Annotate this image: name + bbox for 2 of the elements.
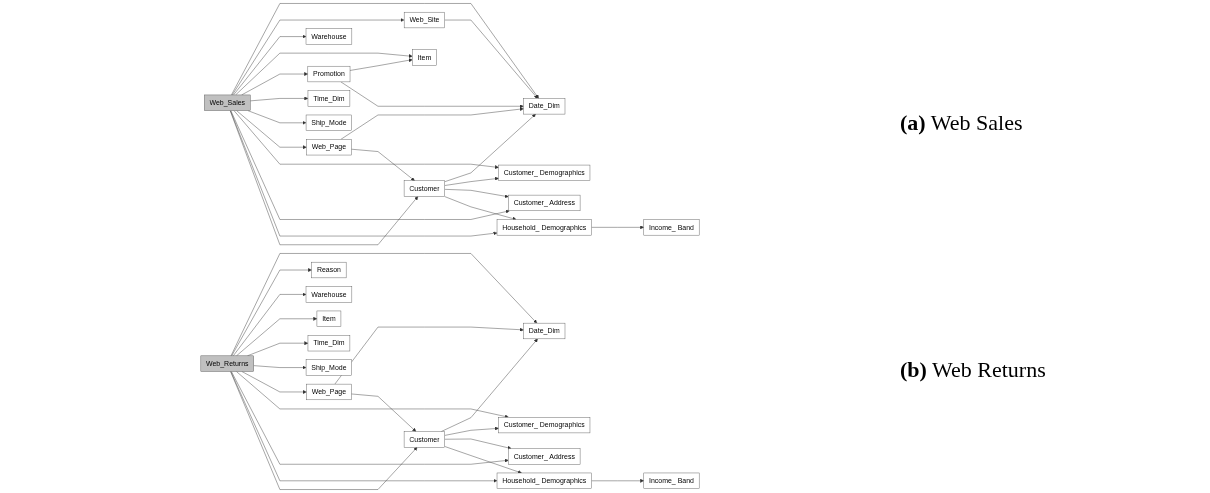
figure-caption: (b) Web Returns bbox=[900, 356, 1046, 383]
figure-caption: (a) Web Sales bbox=[900, 110, 1023, 137]
